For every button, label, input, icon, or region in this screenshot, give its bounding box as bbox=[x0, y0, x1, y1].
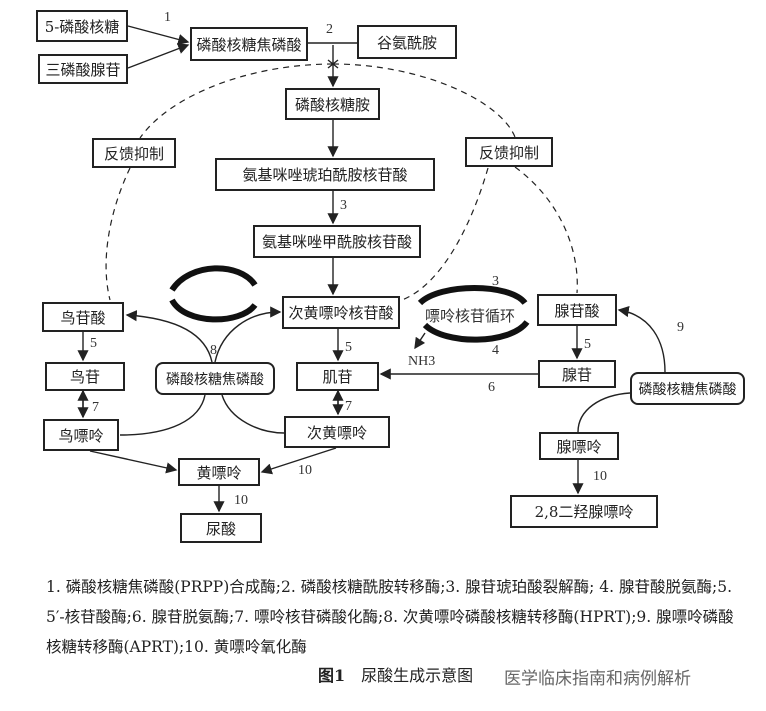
node-saicar: 氨基咪唑琥珀酰胺核苷酸 bbox=[215, 158, 435, 191]
node-atp: 三磷酸腺苷 bbox=[38, 54, 128, 84]
node-prpp-left: 磷酸核糖焦磷酸 bbox=[155, 362, 275, 395]
node-aicar: 氨基咪唑甲酰胺核苷酸 bbox=[253, 225, 421, 258]
watermark: 医学临床指南和病例解析 bbox=[504, 669, 691, 689]
node-guanine: 鸟嘌呤 bbox=[43, 419, 119, 451]
node-guanosine: 鸟苷 bbox=[45, 362, 125, 391]
step-label: 10 bbox=[234, 493, 248, 508]
node-adenosine: 腺苷 bbox=[538, 360, 616, 388]
step-label: 10 bbox=[593, 469, 607, 484]
step-label: 7 bbox=[92, 400, 99, 415]
node-dha: 2,8二羟腺嘌呤 bbox=[510, 495, 658, 528]
node-pra: 磷酸核糖胺 bbox=[285, 88, 380, 120]
node-adenine: 腺嘌呤 bbox=[539, 432, 619, 460]
step-label: 4 bbox=[492, 343, 499, 358]
diagram-connectors bbox=[77, 25, 666, 513]
step-label: 8 bbox=[210, 343, 217, 358]
feedback-dashed-lines bbox=[105, 63, 578, 301]
node-glutamine: 谷氨酰胺 bbox=[357, 25, 457, 59]
node-feedback-right: 反馈抑制 bbox=[465, 137, 553, 167]
step-label: 10 bbox=[298, 463, 312, 478]
step-label: 5 bbox=[345, 340, 352, 355]
node-amp: 腺苷酸 bbox=[537, 294, 617, 326]
node-prpp-right: 磷酸核糖焦磷酸 bbox=[630, 372, 745, 405]
node-gmp: 鸟苷酸 bbox=[42, 302, 124, 332]
node-prpp-top: 磷酸核糖焦磷酸 bbox=[190, 27, 308, 61]
step-label: 3 bbox=[340, 198, 347, 213]
step-label: 6 bbox=[488, 380, 495, 395]
node-hypoxanthine: 次黄嘌呤 bbox=[284, 416, 390, 448]
enzyme-legend: 1. 磷酸核糖焦磷酸(PRPP)合成酶;2. 磷酸核糖酰胺转移酶;3. 腺苷琥珀… bbox=[46, 578, 734, 656]
figure-title: 尿酸生成示意图 bbox=[361, 666, 474, 685]
nh3-label: NH3 bbox=[408, 354, 436, 369]
step-label: 1 bbox=[164, 10, 171, 25]
node-uric-acid: 尿酸 bbox=[180, 513, 262, 543]
purine-cycle-label: 嘌呤核苷循环 bbox=[425, 307, 516, 325]
figure-caption: 图1 尿酸生成示意图 bbox=[318, 662, 473, 686]
step-label: 2 bbox=[326, 22, 333, 37]
arrow-r5p-prpp bbox=[127, 25, 190, 45]
step-label: 3 bbox=[492, 274, 499, 289]
step-label: 5 bbox=[90, 336, 97, 351]
node-ribose-5-phosphate: 5-磷酸核糖 bbox=[36, 10, 128, 42]
step-label: 9 bbox=[677, 320, 684, 335]
node-xanthine: 黄嘌呤 bbox=[178, 458, 260, 486]
step-label: 5 bbox=[584, 337, 591, 352]
step-label: 7 bbox=[345, 399, 352, 414]
arrow-atp-prpp bbox=[127, 43, 190, 69]
node-feedback-left: 反馈抑制 bbox=[92, 138, 176, 168]
cycle-arcs bbox=[169, 265, 530, 343]
figure-number: 图1 bbox=[318, 666, 346, 685]
node-inosine: 肌苷 bbox=[296, 362, 379, 391]
node-imp: 次黄嘌呤核苷酸 bbox=[282, 296, 400, 329]
